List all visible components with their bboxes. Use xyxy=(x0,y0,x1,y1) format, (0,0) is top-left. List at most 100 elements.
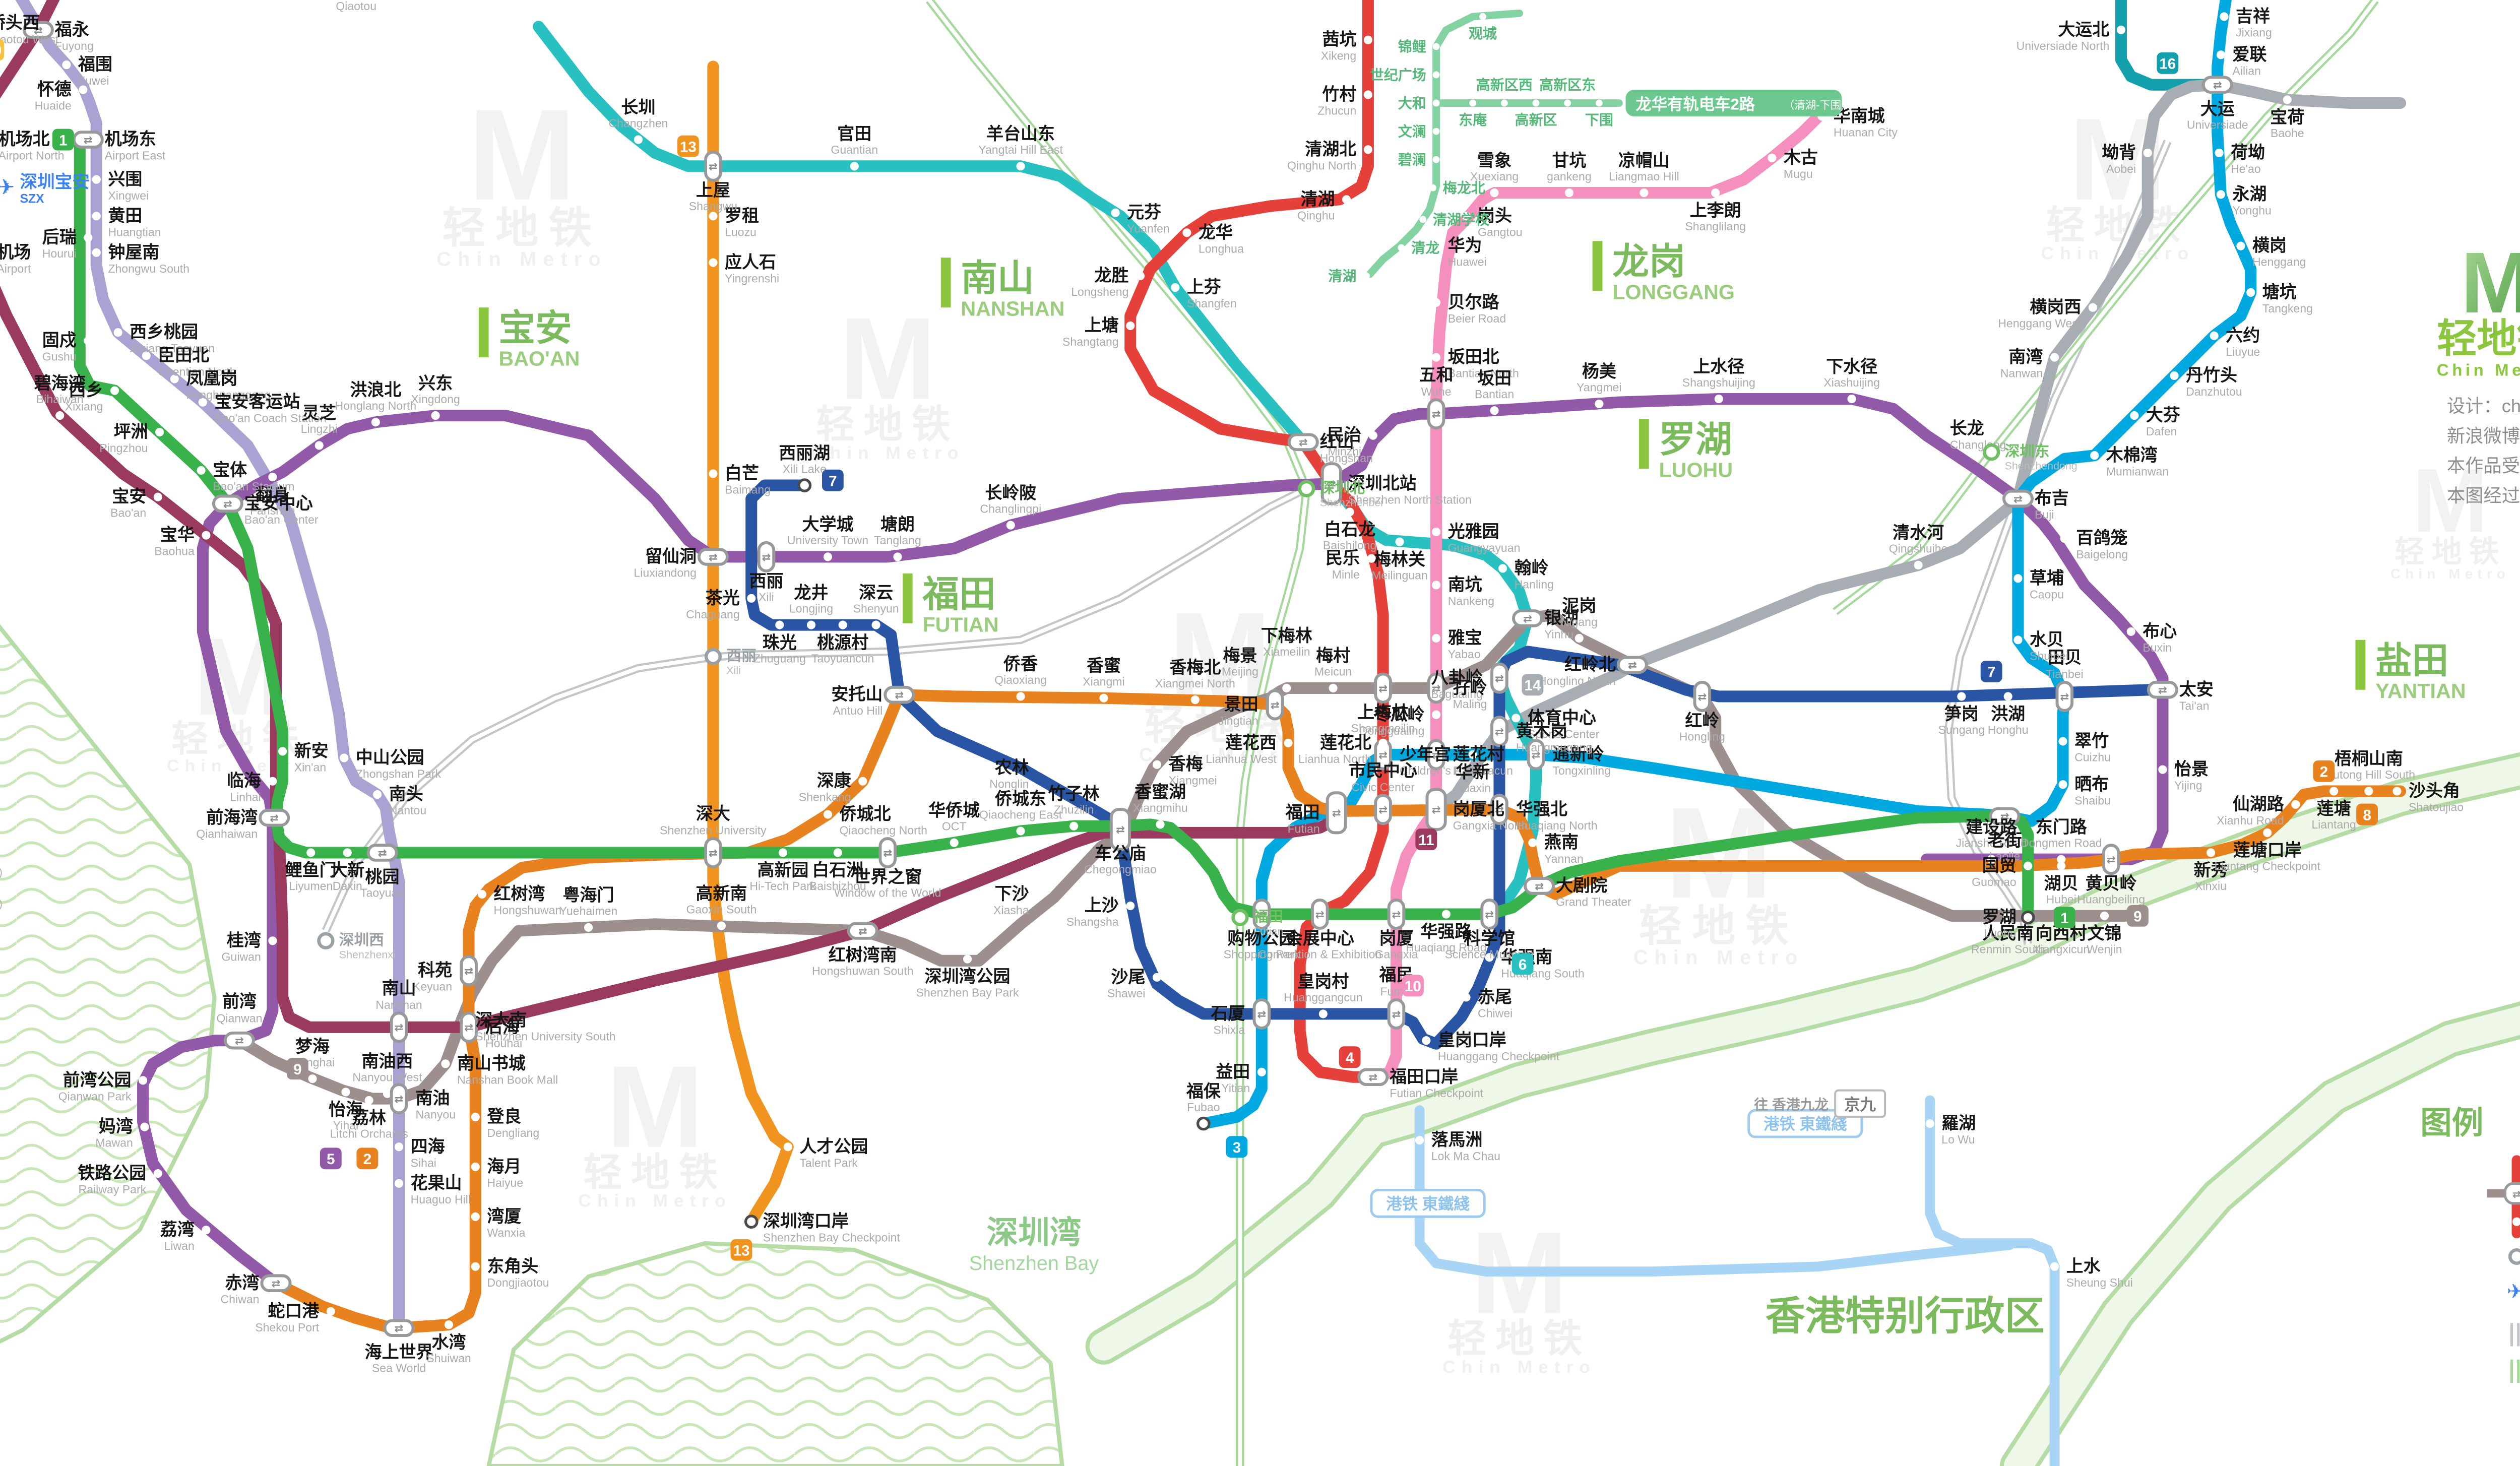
watermark-en: Chin Metro xyxy=(2390,566,2510,582)
station-label-en: Railway Park xyxy=(79,1183,147,1196)
station-label: 岗厦北 xyxy=(1453,800,1504,819)
station-label: 宝安中心 xyxy=(244,494,313,513)
station-label-en: Yitian xyxy=(1221,1081,1250,1095)
station-label: 深大南 xyxy=(475,1011,527,1030)
station-label: 长圳 xyxy=(621,98,656,117)
station-dot xyxy=(1432,353,1441,362)
station-dot xyxy=(823,552,833,561)
station-label-en: He'ao xyxy=(2231,162,2261,175)
station-label: 会展中心 xyxy=(1286,929,1354,948)
station-dot xyxy=(2210,331,2219,340)
region-marker xyxy=(1592,241,1603,291)
region-label-en: NANSHAN xyxy=(961,297,1064,321)
station-label: 福田 xyxy=(1285,803,1320,822)
station-label: 清湖 xyxy=(1300,189,1335,209)
station-label-en: Qingshuihe xyxy=(1889,542,1948,555)
tram-station-label: 世纪广场 xyxy=(1370,67,1426,83)
station-label-en: Bao'an Center xyxy=(244,513,319,526)
station-label-en: Shangmeilin xyxy=(1351,722,1415,735)
station-label: 机场东 xyxy=(105,130,156,149)
station-dot xyxy=(2057,861,2066,870)
station-label: 草埔 xyxy=(2030,568,2064,588)
tram-station-label: 文澜 xyxy=(1398,123,1426,139)
region-label-en: BAO'AN xyxy=(498,347,580,370)
station-label-en: Mumianwan xyxy=(2106,465,2169,478)
station-dot xyxy=(2090,451,2099,460)
station-dot xyxy=(2024,861,2033,870)
station-label-en: Huaqiang North xyxy=(1516,819,1598,832)
interchange-pill xyxy=(1374,672,1392,704)
railway-station-label: 深圳西 xyxy=(339,932,384,948)
station-label-en: Nanyou West xyxy=(352,1070,422,1083)
station-label: 下沙 xyxy=(995,884,1029,904)
station-dot xyxy=(364,1096,373,1105)
station-label-en: Tianbei xyxy=(2046,668,2084,681)
station-label-en: Shangshuijing xyxy=(1682,376,1755,389)
station-label-en: Shenzhen North Station xyxy=(1348,493,1472,506)
legend-interchange-icon: ⇄ xyxy=(2512,1189,2520,1200)
station-label: 太安 xyxy=(2179,680,2214,699)
region-label-en: YANTIAN xyxy=(2375,679,2466,703)
station-dot xyxy=(383,1089,392,1098)
station-label: 百鸽笼 xyxy=(2076,529,2127,548)
station-label-en: Honghu xyxy=(1988,723,2029,736)
interchange-icon: ⇄ xyxy=(464,965,473,977)
interchange-pill xyxy=(259,808,290,827)
station-label-en: Huangtian xyxy=(108,225,161,238)
station-dot xyxy=(2116,25,2126,34)
line-number: 9 xyxy=(293,1061,302,1078)
station-label-en: Honglang North xyxy=(335,399,417,412)
station-label: 银湖 xyxy=(1544,608,1579,627)
interchange-pill xyxy=(1310,898,1329,930)
station-dot xyxy=(1235,683,1244,693)
station-label: 凤凰岗 xyxy=(186,369,237,389)
station-label: 新秀 xyxy=(2194,861,2228,880)
line-number: 9 xyxy=(2133,909,2142,925)
station-label-en: Houhai xyxy=(485,1037,522,1050)
station-label: 香蜜 xyxy=(1087,656,1121,675)
tram-station-dot xyxy=(1479,13,1486,20)
station-dot xyxy=(2283,95,2292,104)
station-label-en: Bao'an Stadium xyxy=(213,480,294,493)
station-label: 黄田 xyxy=(108,206,142,225)
station-dot xyxy=(1036,763,1045,773)
station-label-en: Liangmao Hill xyxy=(1609,170,1679,183)
station-label: 莲花北 xyxy=(1320,733,1371,752)
station-label-en: Shenkang xyxy=(799,791,851,804)
tram-station-label: 东庵 xyxy=(1459,111,1487,128)
jingjiu-label: 京九 xyxy=(1844,1096,1876,1114)
station-label-en: Convention & Exhibition xyxy=(1258,947,1381,961)
airport-name: 深圳宝安 xyxy=(20,173,90,192)
line-number-badge xyxy=(356,1148,379,1170)
station-dot xyxy=(1006,521,1015,530)
station-label: 花果山 xyxy=(411,1174,462,1193)
hk-region-label: 香港特别行政区 xyxy=(1766,1294,2045,1338)
station-dot xyxy=(747,594,756,603)
station-label: 皇岗口岸 xyxy=(1438,1031,1506,1050)
railway-station-label-en: Shenzhenxi xyxy=(339,948,396,961)
station-dot xyxy=(2130,411,2139,420)
station-label: 大芬 xyxy=(2146,406,2180,425)
station-dot xyxy=(170,374,179,384)
line-5 xyxy=(137,393,2169,1289)
river-body xyxy=(1089,756,2520,1361)
station-dot xyxy=(202,1226,211,1235)
interchange-icon: ⇄ xyxy=(34,24,43,36)
railway-station-label-en: Futian xyxy=(1253,925,1284,937)
mtr-station-dot xyxy=(1925,1119,1934,1128)
station-dot xyxy=(1318,1009,1328,1018)
station-dot xyxy=(1498,564,1507,573)
station-label: 莲花村 xyxy=(1453,745,1504,764)
station-dot xyxy=(1595,399,1604,409)
station-dot xyxy=(778,848,787,857)
station-label: 上李朗 xyxy=(1690,201,1741,220)
station-label: 粤海门 xyxy=(563,885,614,905)
line-number-badge xyxy=(1522,674,1544,696)
station-label: 贝尔路 xyxy=(1448,293,1500,312)
station-label-en: Sports Center xyxy=(1528,727,1600,740)
station-dot xyxy=(850,162,859,171)
tram-station-dot xyxy=(1363,272,1370,280)
station-label-en: Lianhuacun xyxy=(1453,764,1513,777)
